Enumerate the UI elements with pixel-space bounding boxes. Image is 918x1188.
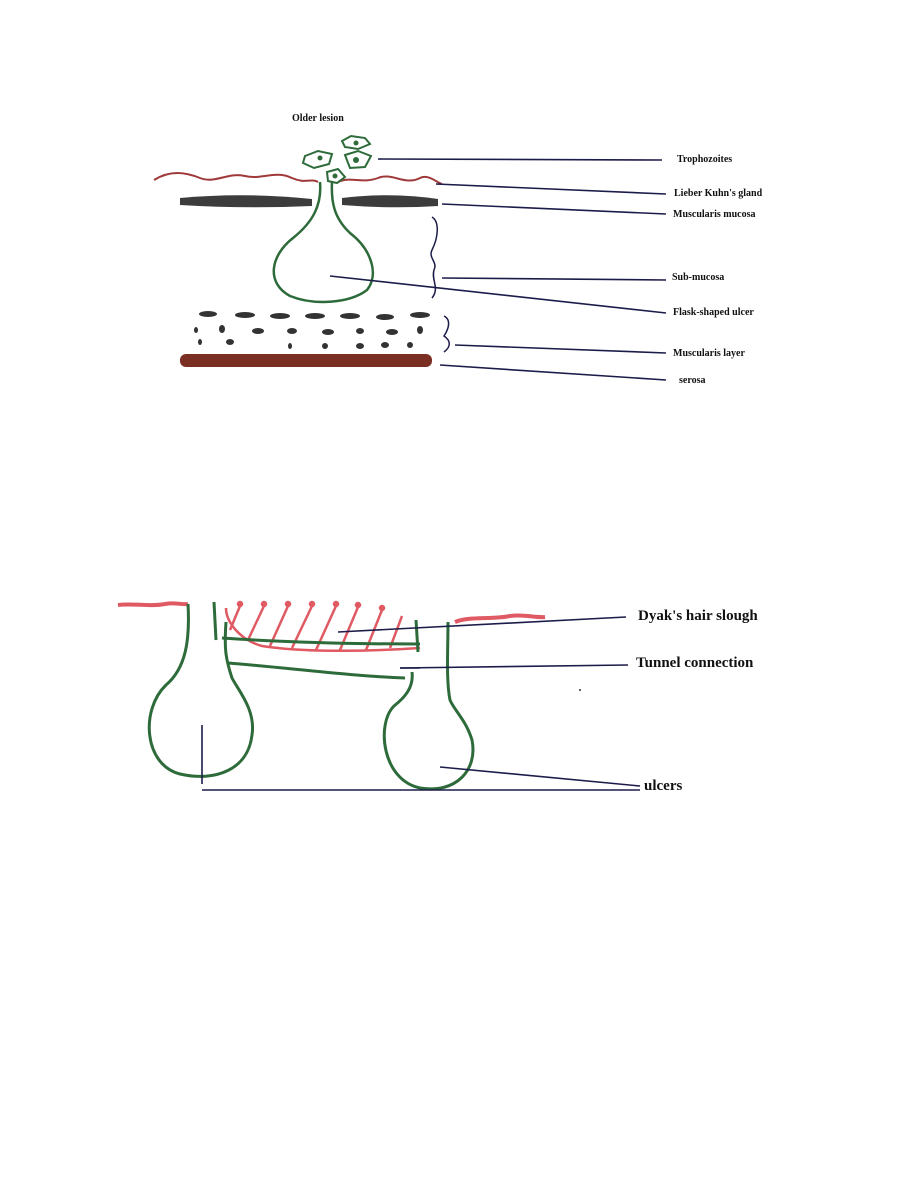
muscularis-layer-label: Muscularis layer [673,348,745,359]
submucosa-leader [441,277,667,281]
serosa-band [180,354,432,367]
muscularis-mucosa-label: Muscularis mucosa [673,209,756,220]
dyaks-hair-slough-label: Dyak's hair slough [638,608,758,624]
sub-mucosa-label: Sub-mucosa [672,272,725,283]
muscularis-layer-leader [454,344,667,354]
mucosa-left [117,601,189,608]
diagram-title: Older lesion [292,113,344,124]
mucosal-surface-right [337,175,443,185]
dot-marker [579,689,581,691]
slough-leader [337,616,627,633]
older-lesion-diagram: Older lesion Trophozoites Lieber Kuhn's … [0,0,918,430]
mucosa-right [454,613,546,624]
tunnel-leader [399,664,629,669]
flask-shaped-ulcer [272,181,375,304]
tunnel-roof [221,636,421,646]
tunnel-floor [227,661,406,680]
muscularis-mucosa-band-right [342,195,438,208]
muscularis-mucosa-leader [441,203,667,215]
trophozoites [301,134,373,185]
left-ulcer-neck [212,601,218,641]
muscularis-brace [442,315,450,353]
right-ulcer-neck [414,619,420,653]
ulcers-leader-right [439,766,641,787]
left-ulcer [147,603,255,778]
muscularis-layer-dashes [194,311,430,349]
tunnel-connection-label: Tunnel connection [636,655,754,671]
tunnel-ulcers-diagram: Dyak's hair slough Tunnel connection ulc… [0,560,918,840]
serosa-label: serosa [679,375,706,386]
older-lesion-drawing [153,134,667,381]
dyaks-hair-slough [224,600,421,653]
lieberkuhn-leader [435,183,667,195]
ulcers-label: ulcers [644,778,683,794]
submucosa-brace [430,216,438,299]
serosa-leader [439,364,667,381]
right-ulcer [382,621,475,791]
lieberkuhn-gland-label: Lieber Kuhn's gland [674,188,763,199]
mucosal-surface-left [153,172,319,183]
muscularis-mucosa-band-left [180,195,312,208]
flask-shaped-ulcer-label: Flask-shaped ulcer [673,307,754,318]
flask-ulcer-leader [329,275,667,314]
trophozoites-leader [377,158,663,161]
trophozoites-label: Trophozoites [677,154,733,165]
tunnel-ulcers-drawing [117,600,641,791]
